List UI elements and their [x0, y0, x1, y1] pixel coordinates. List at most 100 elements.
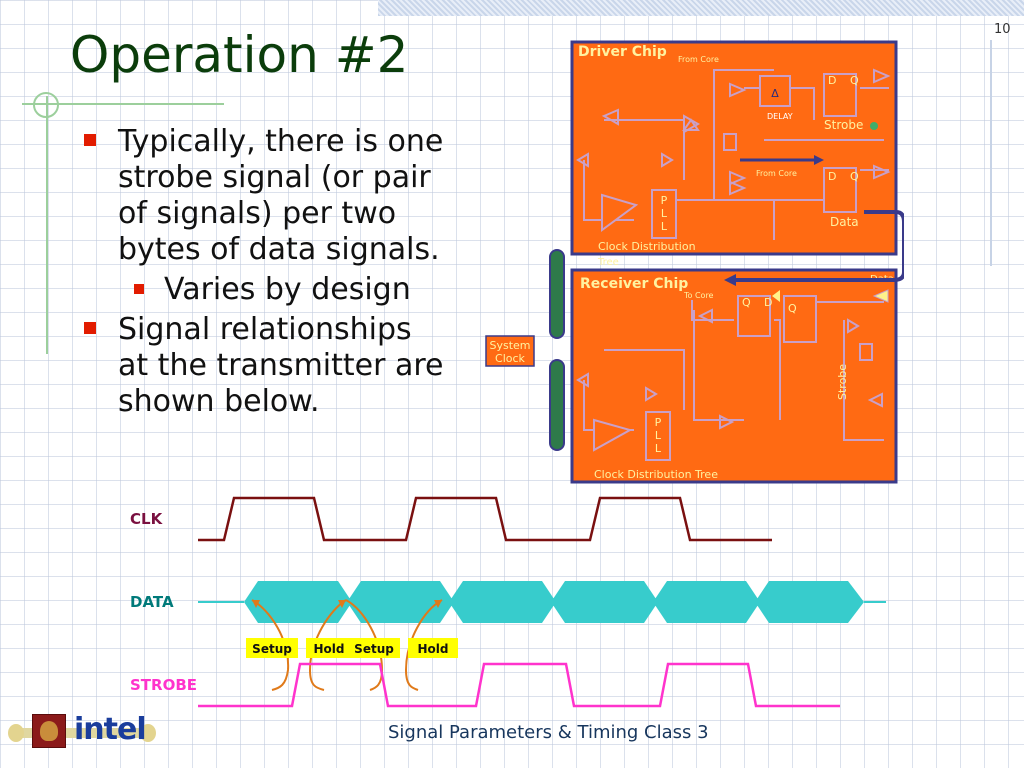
driver-buffer-triangle	[661, 152, 674, 168]
pll-l: L	[655, 429, 662, 442]
driver-output-buffer	[873, 164, 891, 180]
receiver-flipflop-2	[783, 295, 817, 343]
bullet-text: Typically, there is one strobe signal (o…	[118, 124, 444, 267]
receiver-input-buffer	[872, 289, 889, 303]
strobe-waveform	[198, 662, 840, 708]
slide-footer: Signal Parameters & Timing Class 3	[388, 722, 709, 743]
driver-wiring	[583, 69, 889, 240]
bullet-square-icon	[134, 284, 144, 294]
driver-mux-box	[723, 133, 737, 151]
data-eye	[551, 581, 658, 623]
flop-q-label: Q	[850, 74, 859, 87]
from-core-label: From Core	[678, 55, 719, 64]
clk-label: CLK	[130, 510, 164, 528]
data-label-driver: Data	[830, 215, 859, 229]
strobe-label: STROBE	[130, 676, 197, 694]
hold-label-box	[408, 638, 458, 658]
driver-buffer-triangle	[576, 152, 589, 168]
strobe-label: Strobe	[824, 118, 863, 132]
flop-d-label: D	[828, 170, 836, 183]
arrowhead-icon	[724, 274, 736, 286]
receiver-clock-buffer	[593, 418, 633, 452]
bullet-text: Signal relationships at the transmitter …	[118, 312, 444, 419]
setup-label: Setup	[252, 642, 292, 656]
data-eye	[449, 581, 556, 623]
hold-label: Hold	[314, 642, 345, 656]
bullet-square-icon	[84, 134, 96, 146]
driver-buffer-triangle	[683, 114, 701, 134]
pll-l: L	[661, 207, 668, 220]
strobe-flipflop	[823, 73, 857, 117]
from-core-label: From Core	[756, 169, 797, 178]
to-core-marker	[772, 290, 780, 302]
flop-q-label: Q	[742, 296, 751, 309]
decorative-horizontal-line	[22, 103, 224, 105]
clock-tree-driver-label: Clock Distribution	[598, 240, 696, 253]
university-seal-icon	[32, 714, 66, 748]
arrowhead-icon	[252, 600, 260, 608]
receiver-mux-box	[859, 343, 873, 361]
arrowhead-icon	[434, 600, 442, 608]
pll-l: L	[655, 442, 662, 455]
arrowhead-icon	[338, 600, 346, 608]
decorative-vertical-line	[46, 96, 48, 354]
data-eye	[755, 581, 864, 623]
clk-waveform	[198, 496, 772, 542]
hold-label-box	[306, 638, 352, 658]
delay-symbol: Δ	[771, 87, 779, 100]
arrowhead-icon	[814, 155, 824, 165]
driver-chip-label: Driver Chip	[578, 44, 667, 60]
data-flipflop	[823, 167, 857, 213]
receiver-buffer-triangle	[576, 372, 589, 388]
delay-label: DELAY	[767, 112, 793, 121]
timing-diagram: CLK DATA Setup Hold Setup Hold STROBE	[130, 496, 886, 708]
right-decorative-line	[990, 40, 992, 266]
system-clock-box	[485, 335, 535, 367]
bullet-list: Typically, there is one strobe signal (o…	[84, 124, 444, 420]
receiver-buffer-triangle	[719, 414, 735, 430]
logo-bar-end	[140, 724, 156, 742]
receiver-buffer-triangle	[697, 308, 713, 324]
slide-title: Operation #2	[70, 26, 409, 84]
strobe-node	[870, 122, 878, 130]
receiver-chip-label: Receiver Chip	[580, 276, 688, 292]
bullet-square-icon	[84, 322, 96, 334]
system-clock-label: System	[489, 339, 530, 352]
driver-buffer-triangle	[729, 180, 747, 196]
receiver-pll-box	[645, 411, 671, 461]
setup-label: Setup	[354, 642, 394, 656]
bullet-item: Signal relationships at the transmitter …	[84, 312, 444, 420]
bullet-item: Typically, there is one strobe signal (o…	[84, 124, 444, 268]
flop-d-label: D	[764, 296, 772, 309]
system-clock-label: Clock	[495, 352, 526, 365]
flop-q-label: Q	[788, 302, 797, 315]
logo-bar	[10, 728, 154, 738]
setup-label-box	[348, 638, 400, 658]
data-eye	[244, 581, 352, 623]
flop-q-label: Q	[850, 170, 859, 183]
delay-box	[759, 75, 791, 107]
driver-clock-buffer	[601, 193, 639, 232]
logo-bar-end	[8, 724, 24, 742]
decorative-circle	[33, 92, 59, 118]
pll-p: P	[655, 416, 662, 429]
bullet-text: Varies by design	[164, 272, 411, 307]
clock-tree-receiver-label: Clock Distribution Tree	[594, 468, 718, 481]
receiver-input-buffer	[867, 392, 883, 408]
setup-label-box	[246, 638, 298, 658]
data-loop-trace	[734, 210, 904, 282]
receiver-buffer-triangle	[645, 386, 658, 402]
driver-output-buffer	[873, 68, 891, 84]
clock-line-driver	[549, 249, 565, 339]
driver-pll-box	[651, 189, 677, 239]
data-label: DATA	[130, 593, 174, 611]
strobe-vertical-label: Strobe	[836, 364, 849, 400]
data-eye	[653, 581, 760, 623]
intel-logo: intel	[74, 712, 147, 747]
receiver-chip-box	[570, 268, 898, 484]
top-decorative-band	[378, 0, 1024, 16]
to-core-label: To Core	[683, 291, 714, 300]
driver-buffer-triangle	[729, 170, 747, 186]
driver-buffer-triangle	[729, 82, 747, 98]
clock-tree-driver-label: Tree	[597, 257, 619, 268]
